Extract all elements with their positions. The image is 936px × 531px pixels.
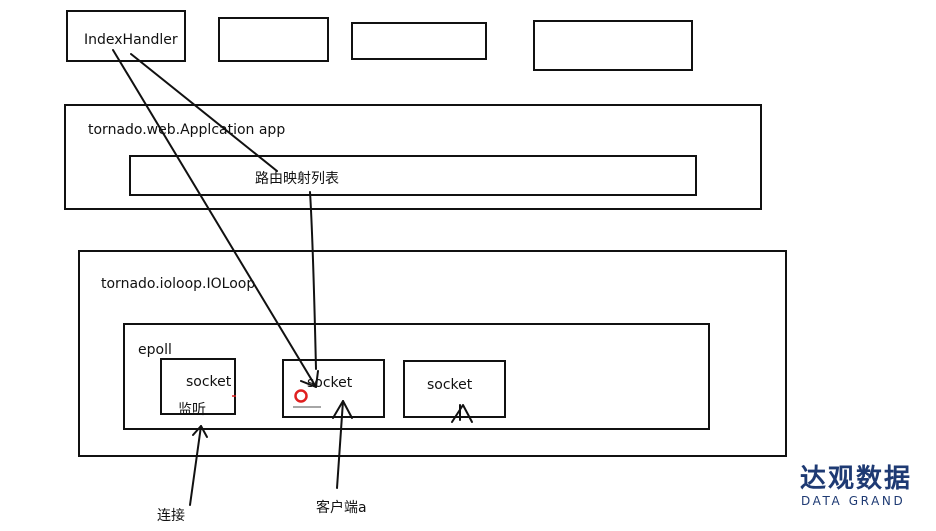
arrow-client-to-socket	[336, 400, 344, 489]
logo-name-en: DATA GRAND	[801, 494, 906, 508]
epoll-box: epoll	[123, 323, 710, 430]
arrow-head	[192, 425, 208, 438]
arrow-head	[300, 370, 319, 388]
arrow-head	[332, 400, 353, 419]
socket-listen-box: socket 监听	[160, 358, 236, 418]
socket-label: socket	[307, 375, 353, 391]
line-routing-to-socket	[309, 191, 317, 370]
routing-table-box: 路由映射列表	[129, 155, 697, 196]
socket-label: socket	[186, 374, 232, 390]
socket-label: socket	[427, 377, 473, 393]
line-handler-to-routing	[130, 53, 278, 172]
epoll-label: epoll	[138, 342, 172, 358]
handler-box-4	[533, 20, 693, 71]
ioloop-label: tornado.ioloop.IOLoop	[101, 276, 256, 292]
handler-box-3	[351, 22, 487, 60]
connect-label: 连接	[157, 508, 185, 524]
red-circle-mark	[294, 389, 308, 403]
index-handler-box: IndexHandler	[66, 10, 186, 62]
application-box: tornado.web.Applcation app	[64, 104, 762, 210]
index-handler-label: IndexHandler	[84, 32, 178, 48]
client-a-label: 客户端a	[316, 500, 367, 516]
application-label: tornado.web.Applcation app	[88, 122, 286, 138]
routing-table-label: 路由映射列表	[255, 171, 339, 187]
arrow-handler-to-socket	[112, 49, 317, 388]
ioloop-box: tornado.ioloop.IOLoop	[78, 250, 787, 457]
logo-name-cn: 达观数据	[800, 464, 913, 494]
handler-box-2	[218, 17, 329, 62]
arrow-connect-to-listen	[189, 425, 202, 506]
arrow-head	[451, 404, 473, 423]
listen-label: 监听	[178, 402, 206, 418]
